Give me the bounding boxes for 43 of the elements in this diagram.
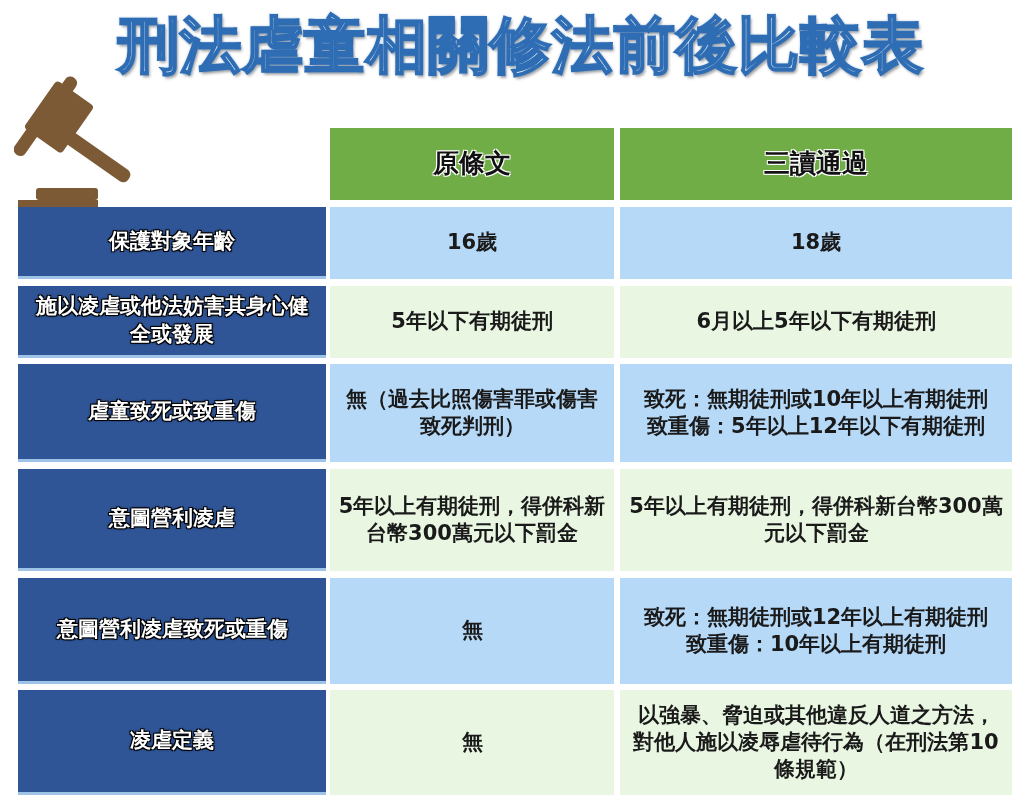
row-header-cell <box>18 207 326 279</box>
column-header-cell <box>620 128 1012 200</box>
table-cell <box>620 690 1012 795</box>
row-header-cell <box>18 469 326 571</box>
cell-text: 意圖營利凌虐致死或重傷 <box>56 615 288 643</box>
table-cell <box>620 286 1012 358</box>
cell-text: 無（過去比照傷害罪或傷害致死判刑） <box>345 385 599 440</box>
cell-text: 意圖營利凌虐 <box>109 504 235 532</box>
cell-text: 虐童致死或致重傷 <box>88 397 256 425</box>
cell-text: 施以凌虐或他法妨害其身心健全或發展 <box>34 293 310 348</box>
row-header-cell <box>18 690 326 795</box>
table-cell <box>330 690 614 795</box>
table-cell <box>620 578 1012 684</box>
cell-text: 無 <box>461 728 483 756</box>
cell-text: 以強暴、脅迫或其他違反人道之方法，對他人施以凌辱虐待行為（在刑法第10條規範） <box>632 701 1000 784</box>
table-cell <box>620 469 1012 571</box>
row-header-cell <box>18 578 326 684</box>
table-cell <box>330 578 614 684</box>
table-cell <box>330 469 614 571</box>
column-header-cell <box>330 128 614 200</box>
table-cell <box>330 207 614 279</box>
table-cell <box>620 207 1012 279</box>
row-header-cell <box>18 364 326 462</box>
cell-text: 致重傷：10年以上有期徒刑 <box>685 631 947 658</box>
cell-text: 6月以上5年以下有期徒刑 <box>696 308 936 336</box>
cell-text: 5年以下有期徒刑 <box>391 308 553 336</box>
cell-text: 無 <box>461 617 483 645</box>
table-cell <box>330 364 614 462</box>
cell-text: 16歲 <box>446 229 498 257</box>
title: 刑法虐童相關修法前後比較表 <box>118 8 925 82</box>
cell-text: 致死：無期徒刑或12年以上有期徒刑 <box>643 603 989 631</box>
cell-text: 凌虐定義 <box>130 727 214 755</box>
cell-text: 5年以上有期徒刑，得併科新台幣300萬元以下罰金 <box>338 492 606 547</box>
cell-text: 5年以上有期徒刑，得併科新台幣300萬元以下罰金 <box>628 492 1004 547</box>
cell-text: 18歲 <box>790 229 842 257</box>
row-header-cell <box>18 286 326 358</box>
cell-text: 保護對象年齡 <box>109 227 235 255</box>
cell-text: 致死：無期徒刑或10年以上有期徒刑 <box>643 385 989 413</box>
table-cell <box>330 286 614 358</box>
cell-text: 致重傷：5年以上12年以下有期徒刑 <box>647 413 985 440</box>
table-cell <box>620 364 1012 462</box>
cell-text: 原條文 <box>433 147 511 181</box>
cell-text: 三讀通過 <box>764 147 868 181</box>
